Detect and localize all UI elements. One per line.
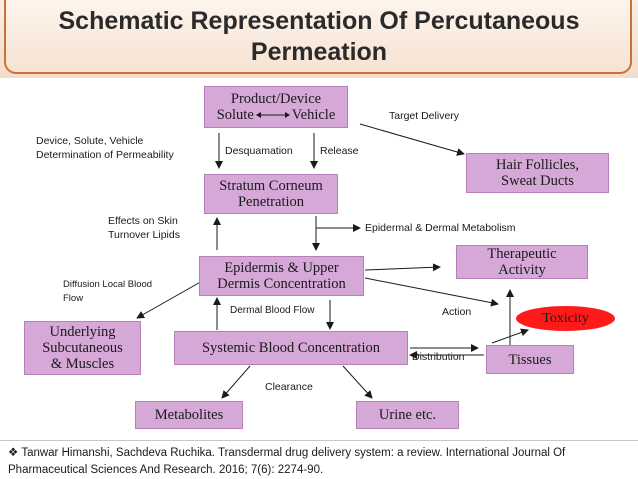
diffusion-label: Diffusion Local Blood Flow: [63, 278, 152, 306]
toxicity-ellipse: Toxicity: [516, 306, 615, 331]
epidermis-box: Epidermis & Upper Dermis Concentration: [199, 256, 364, 296]
clearance-label: Clearance: [265, 381, 313, 393]
tissues-label: Tissues: [508, 351, 552, 368]
urine-box: Urine etc.: [356, 401, 459, 429]
reference-divider: [0, 440, 638, 479]
product-device-title: Product/Device: [230, 91, 322, 107]
effects-skin-label: Effects on Skin Turnover Lipids: [108, 214, 180, 242]
target-delivery-label: Target Delivery: [389, 110, 460, 122]
desquamation-label: Desquamation: [225, 145, 293, 157]
reference-text-1: Tanwar Himanshi, Sachdeva Ruchika. Trans…: [21, 447, 566, 459]
hair-line-2: Sweat Ducts: [501, 173, 574, 189]
page-title: Schematic Representation Of Percutaneous…: [0, 6, 638, 68]
device-line-2: Determination of Permeability: [36, 149, 174, 161]
solute-vehicle-row: Solute Vehicle: [217, 107, 336, 123]
dermal-blood-flow-label: Dermal Blood Flow: [230, 305, 315, 316]
hair-follicles-box: Hair Follicles, Sweat Ducts: [466, 153, 609, 193]
arrow-epidermis-to-therapeutic: [364, 263, 441, 272]
arrow-epidermis-to-underlying: [136, 279, 205, 319]
systemic-label: Systemic Blood Concentration: [201, 340, 380, 356]
action-label: Action: [442, 306, 472, 318]
epidermal-metabolism-label: Epidermal & Dermal Metabolism: [365, 222, 516, 234]
toxicity-label: Toxicity: [542, 310, 589, 326]
stratum-corneum-box: Stratum Corneum Penetration: [204, 174, 338, 214]
hair-line-1: Hair Follicles,: [496, 157, 579, 173]
title-line-2: Permeation: [250, 38, 388, 66]
reference-citation: ❖ Tanwar Himanshi, Sachdeva Ruchika. Tra…: [8, 445, 633, 479]
title-banner: [0, 0, 638, 78]
bullet-icon: ❖: [8, 447, 19, 459]
product-device-box: Product/Device Solute Vehicle: [204, 86, 348, 128]
therapeutic-activity-box: Therapeutic Activity: [456, 245, 588, 279]
tissues-box: Tissues: [486, 345, 574, 374]
systemic-blood-box: Systemic Blood Concentration: [174, 331, 408, 365]
solute-label: Solute: [216, 107, 254, 123]
underlying-line-3: & Muscles: [50, 356, 115, 372]
epidermis-line-1: Epidermis & Upper: [224, 260, 339, 276]
reference-line-1: ❖ Tanwar Himanshi, Sachdeva Ruchika. Tra…: [8, 445, 633, 462]
device-line-1: Device, Solute, Vehicle: [36, 135, 144, 147]
distribution-label: Distribution: [412, 351, 465, 363]
therapeutic-line-1: Therapeutic: [487, 246, 557, 262]
underlying-line-1: Underlying: [49, 324, 116, 340]
reference-line-2: Pharmaceutical Sciences And Research. 20…: [8, 464, 324, 476]
arrow-systemic-to-urine: [342, 365, 373, 399]
arrow-systemic-to-metabolites: [221, 365, 251, 399]
diffusion-line-1: Diffusion Local Blood: [63, 279, 153, 290]
diffusion-line-2: Flow: [63, 293, 84, 304]
metabolites-box: Metabolites: [135, 401, 243, 429]
epidermis-line-2: Dermis Concentration: [217, 276, 346, 292]
effects-line-1: Effects on Skin: [108, 215, 178, 227]
title-panel: [4, 0, 632, 74]
vehicle-label: Vehicle: [291, 107, 336, 123]
release-label: Release: [320, 145, 359, 157]
urine-label: Urine etc.: [378, 407, 437, 423]
device-determination-label: Device, Solute, Vehicle Determination of…: [36, 134, 174, 162]
effects-line-2: Turnover Lipids: [108, 229, 180, 241]
stratum-line-2: Penetration: [237, 194, 305, 210]
underlying-line-2: Subcutaneous: [42, 340, 123, 356]
underlying-tissue-box: Underlying Subcutaneous & Muscles: [24, 321, 141, 375]
arrow-product-to-hair: [359, 123, 465, 156]
double-arrow-icon: [255, 112, 290, 118]
metabolites-label: Metabolites: [154, 407, 224, 423]
therapeutic-line-2: Activity: [498, 262, 546, 278]
title-line-1: Schematic Representation Of Percutaneous: [58, 7, 580, 35]
stratum-line-1: Stratum Corneum: [219, 178, 323, 194]
arrow-epidermis-to-toxicity: [364, 277, 499, 307]
